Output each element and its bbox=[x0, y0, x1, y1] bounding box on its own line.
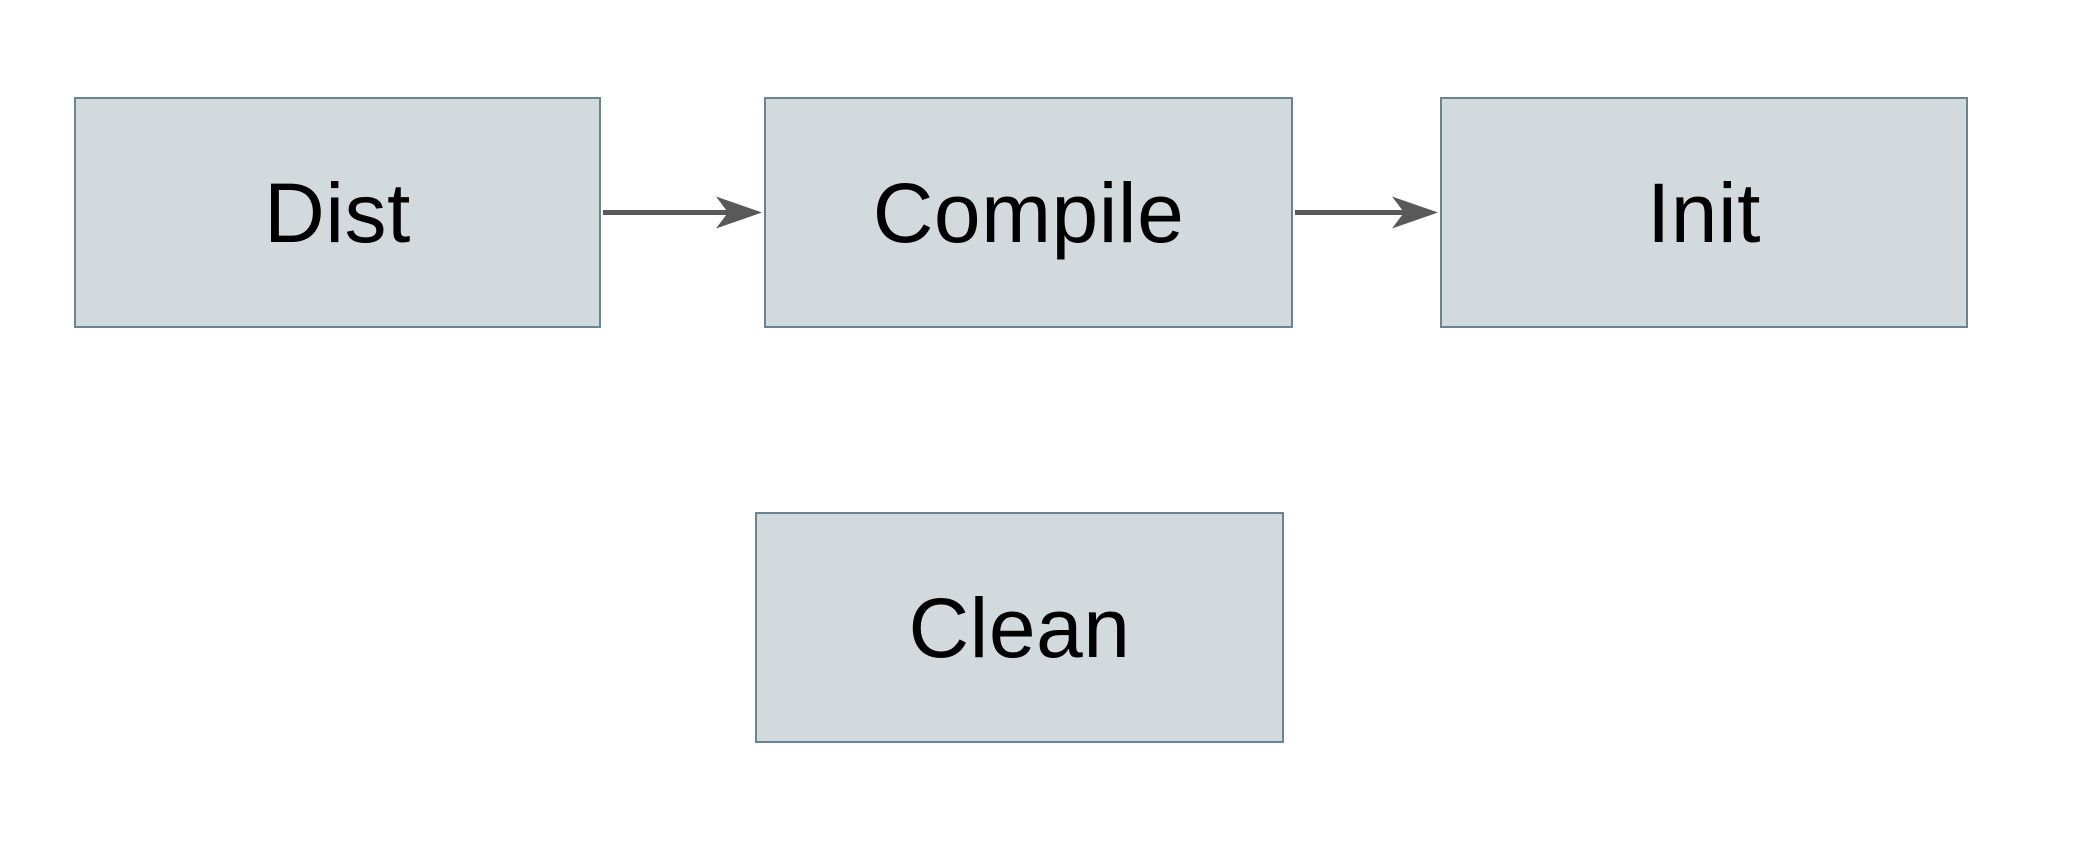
node-compile-label: Compile bbox=[872, 165, 1185, 260]
node-init-label: Init bbox=[1646, 165, 1762, 260]
node-compile: Compile bbox=[764, 97, 1293, 328]
node-dist: Dist bbox=[74, 97, 601, 328]
arrowhead-icon bbox=[716, 196, 762, 229]
arrowhead-icon bbox=[1392, 196, 1438, 229]
node-init: Init bbox=[1440, 97, 1968, 328]
node-clean-label: Clean bbox=[908, 580, 1131, 675]
node-clean: Clean bbox=[755, 512, 1284, 743]
node-dist-label: Dist bbox=[264, 165, 411, 260]
